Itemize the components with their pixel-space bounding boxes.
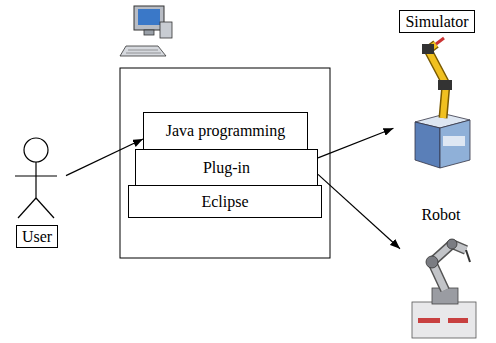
base-panel (443, 136, 465, 146)
robot-arm (432, 244, 466, 290)
device: Robot (400, 205, 482, 341)
simulator-picture (415, 38, 470, 168)
layer-box: Plug-in (135, 149, 318, 186)
robot-waist (432, 288, 458, 304)
base-side (415, 122, 440, 168)
node-label: Java programming (166, 121, 286, 140)
monitor-stand (144, 30, 154, 35)
joint (422, 44, 434, 54)
computer-frame (120, 68, 330, 258)
arms (15, 175, 57, 176)
stick-figure (15, 138, 57, 218)
arm-shadow (432, 244, 466, 290)
robot-picture (412, 239, 476, 338)
leg (18, 198, 36, 218)
device: Simulator (393, 10, 480, 170)
head (24, 138, 48, 162)
base-logo (418, 318, 440, 323)
layer-box: Java programming (143, 112, 308, 150)
base-front (440, 120, 470, 168)
joint (426, 256, 438, 268)
leg (36, 198, 54, 218)
node-label: User (16, 225, 58, 248)
keyboard-keys (126, 53, 161, 54)
arrow-connector (66, 139, 143, 176)
gripper (466, 250, 470, 262)
base-logo (448, 318, 468, 323)
joint (438, 80, 452, 90)
node-label: Eclipse (201, 192, 248, 211)
body (35, 162, 36, 198)
gripper (436, 38, 444, 44)
layer-box: Eclipse (128, 185, 322, 218)
tower (160, 22, 172, 38)
actor: User (8, 134, 66, 248)
robot-base (412, 302, 476, 338)
keyboard-keys (128, 50, 158, 51)
computer-icon (120, 6, 172, 56)
arrow-connector (318, 174, 400, 248)
node-label: Simulator (399, 10, 474, 33)
monitor (134, 6, 164, 30)
keyboard (120, 46, 166, 56)
arrow-connector (318, 128, 393, 158)
screen (138, 9, 160, 25)
node-label: Robot (421, 205, 460, 224)
node-label: Plug-in (203, 158, 250, 177)
joint (447, 239, 457, 249)
